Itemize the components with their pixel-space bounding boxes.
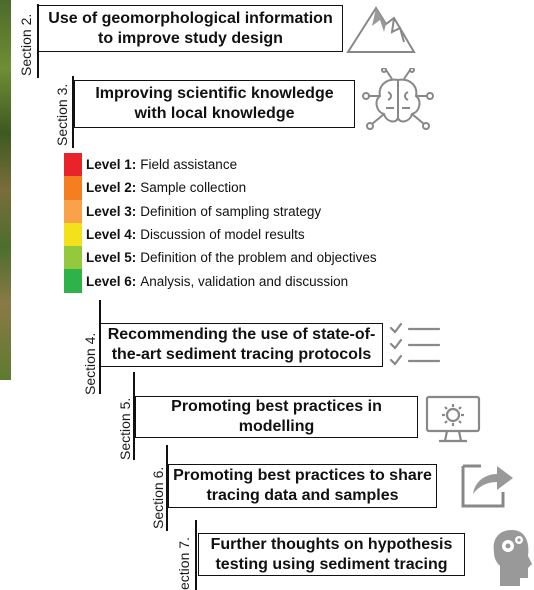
- share-icon: [461, 464, 513, 508]
- section-6-line: [166, 445, 168, 531]
- level-5-swatch: [64, 246, 82, 270]
- level-5-row: Level 5: Definition of the problem and o…: [64, 246, 377, 270]
- level-2-text: Sample collection: [140, 180, 247, 196]
- level-6-label: Level 6:: [86, 273, 137, 289]
- level-3-row: Level 3: Definition of sampling strategy: [64, 199, 377, 223]
- monitor-gear-icon: [425, 395, 481, 443]
- mountain-icon: [346, 6, 416, 53]
- section-6-label: Section 6.: [150, 466, 166, 529]
- level-3-label: Level 3:: [86, 203, 137, 219]
- section-7-box: Further thoughts on hypothesis testing u…: [198, 533, 465, 576]
- background-photo: [0, 0, 11, 380]
- section-5-line: [133, 372, 135, 460]
- section-7-label: ection 7.: [176, 537, 192, 590]
- level-3-swatch: [64, 199, 82, 223]
- level-2-swatch: [64, 176, 82, 200]
- section-5-box: Promoting best practices in modelling: [135, 396, 418, 438]
- level-legend: Level 1: Field assistance Level 2: Sampl…: [64, 153, 377, 293]
- section-3-label: Section 3.: [54, 83, 70, 146]
- level-4-row: Level 4: Discussion of model results: [64, 222, 377, 247]
- section-4-label: Section 4.: [82, 332, 98, 395]
- section-6-box: Promoting best practices to share tracin…: [168, 464, 437, 508]
- section-5-label: Section 5.: [117, 397, 133, 460]
- level-2-label: Level 2:: [86, 180, 137, 196]
- head-gears-icon: [493, 530, 532, 586]
- level-4-label: Level 4:: [86, 227, 137, 243]
- section-3-box: Improving scientific knowledge with loca…: [74, 80, 355, 128]
- level-6-row: Level 6: Analysis, validation and discus…: [64, 269, 377, 293]
- section-7-line: [195, 520, 197, 590]
- level-1-swatch: [64, 153, 82, 177]
- level-4-swatch: [64, 222, 82, 247]
- level-6-text: Analysis, validation and discussion: [140, 273, 349, 289]
- section-4-box: Recommending the use of state-of- the-ar…: [100, 323, 383, 367]
- level-1-row: Level 1: Field assistance: [64, 153, 377, 177]
- level-2-row: Level 2: Sample collection: [64, 176, 377, 200]
- level-5-text: Definition of the problem and objectives: [140, 250, 377, 266]
- level-3-text: Definition of sampling strategy: [140, 203, 322, 219]
- section-2-label: Section 2.: [18, 13, 34, 76]
- level-4-text: Discussion of model results: [140, 227, 305, 243]
- brain-circuit-icon: [362, 68, 434, 130]
- section-3-line: [72, 76, 74, 148]
- level-1-label: Level 1:: [86, 157, 137, 173]
- section-2-box: Use of geomorphological information to i…: [38, 5, 343, 52]
- checklist-icon: [389, 322, 441, 366]
- level-6-swatch: [64, 269, 82, 293]
- level-5-label: Level 5:: [86, 250, 137, 266]
- level-1-text: Field assistance: [140, 157, 238, 173]
